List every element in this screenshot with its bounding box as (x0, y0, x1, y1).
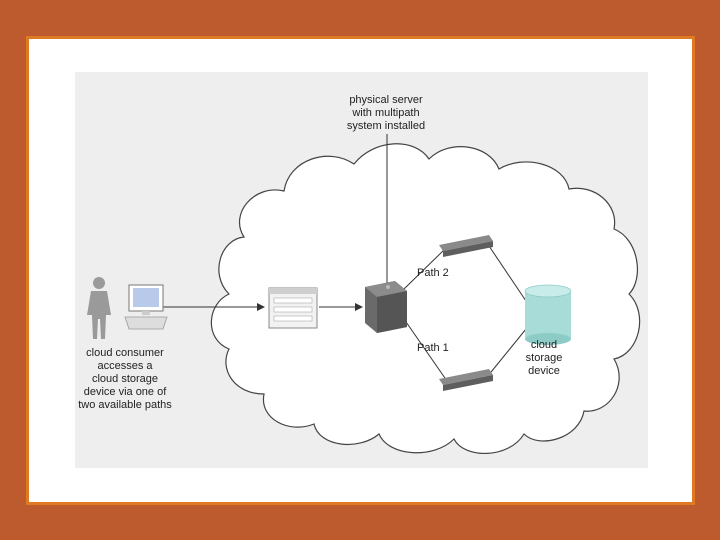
consumer-caption-line: device via one of (83, 386, 167, 398)
server-caption-line: system installed (346, 120, 426, 132)
path1-line-b (486, 328, 527, 378)
path2-line-b (486, 242, 527, 302)
cloud-shape (210, 143, 641, 454)
storage-cylinder-icon (524, 284, 572, 345)
consumer-caption-line: cloud consumer (86, 347, 164, 359)
server-caption-line: with multipath (352, 107, 420, 119)
path1-line-a (403, 318, 448, 382)
path2-switch-icon (439, 235, 493, 257)
path2-label: Path 2 (417, 267, 449, 279)
storage-caption-line: storage (525, 352, 563, 364)
server-caption-line: physical server (349, 94, 423, 106)
person-icon (87, 277, 111, 339)
storage-caption-line: device (528, 365, 560, 377)
consumer-caption-line: cloud storage (91, 373, 159, 385)
path1-label: Path 1 (417, 342, 449, 354)
storage-caption: cloud storage device (514, 339, 574, 378)
server-icon (365, 281, 407, 333)
workstation-icon (124, 284, 168, 330)
consumer-caption-line: two available paths (78, 399, 172, 411)
path1-switch-icon (439, 369, 493, 391)
server-caption: physical server with multipath system in… (341, 94, 431, 133)
slide-frame: physical server with multipath system in… (26, 36, 695, 505)
path2-line-a (403, 246, 448, 290)
diagram-canvas (87, 134, 641, 454)
consumer-caption: cloud consumer accesses a cloud storage … (75, 347, 175, 412)
multipath-window-icon (268, 287, 318, 329)
consumer-caption-line: accesses a (97, 360, 153, 372)
storage-caption-line: cloud (530, 339, 558, 351)
